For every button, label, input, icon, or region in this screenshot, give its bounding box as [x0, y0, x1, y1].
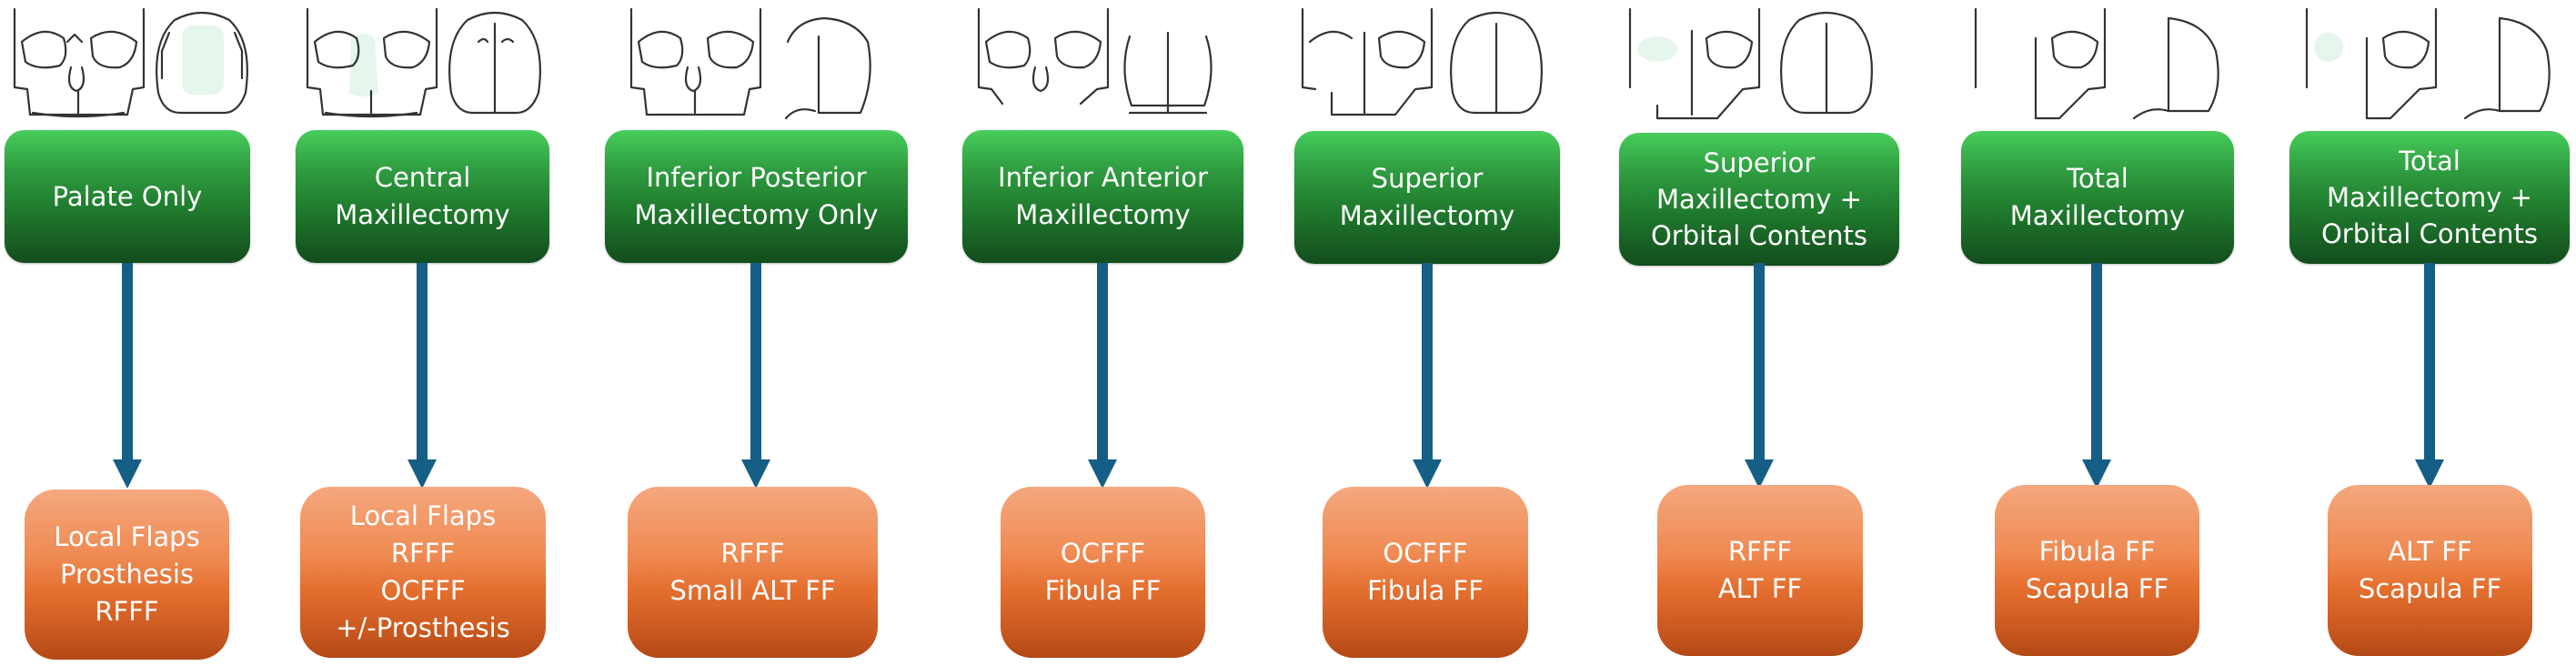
hemipalate-icon: [2132, 16, 2219, 120]
palate-icon: [1450, 11, 1543, 115]
reconstruction-box-inferior-posterior-maxillectomy[interactable]: RFFF Small ALT FF: [628, 487, 878, 658]
palate-icon: [156, 11, 248, 115]
reconstruction-box-superior-maxillectomy-orbital[interactable]: RFFF ALT FF: [1657, 485, 1863, 656]
defect-box-superior-maxillectomy-orbital[interactable]: Superior Maxillectomy + Orbital Contents: [1619, 133, 1899, 266]
reconstruction-box-superior-maxillectomy[interactable]: OCFFF Fibula FF: [1323, 487, 1528, 658]
palate-icon: [448, 11, 541, 115]
skull-hemipalate-illustration: [2299, 5, 2572, 122]
hemipalate-icon: [2463, 16, 2551, 120]
skull-front-icon: [629, 7, 762, 116]
skull-palate-illustration: [7, 5, 257, 122]
palate-icon: [1123, 31, 1213, 115]
defect-box-palate-only[interactable]: Palate Only: [5, 130, 250, 263]
skull-front-icon: [977, 7, 1110, 106]
skull-palate-illustration: [971, 5, 1235, 122]
hemipalate-icon: [784, 16, 871, 120]
reconstruction-box-palate-only[interactable]: Local Flaps Prosthesis RFFF: [25, 489, 229, 660]
column-superior-maxillectomy-orbital: Superior Maxillectomy + Orbital Contents…: [1610, 0, 1910, 666]
defect-box-total-maxillectomy-orbital[interactable]: Total Maxillectomy + Orbital Contents: [2289, 131, 2570, 264]
defect-box-superior-maxillectomy[interactable]: Superior Maxillectomy: [1294, 131, 1560, 264]
defect-box-inferior-anterior-maxillectomy[interactable]: Inferior Anterior Maxillectomy: [962, 130, 1243, 263]
skull-front-icon: [13, 7, 146, 118]
skull-palate-illustration: [300, 5, 550, 122]
column-inferior-posterior-maxillectomy: Inferior Posterior Maxillectomy Only RFF…: [600, 0, 914, 666]
reconstruction-box-inferior-anterior-maxillectomy[interactable]: OCFFF Fibula FF: [1001, 487, 1205, 658]
column-central-maxillectomy: Central Maxillectomy Local Flaps RFFF OC…: [291, 0, 564, 666]
skull-hemipalate-illustration: [1968, 5, 2241, 122]
skull-front-icon: [1974, 7, 2107, 120]
reconstruction-box-total-maxillectomy-orbital[interactable]: ALT FF Scapula FF: [2328, 485, 2532, 656]
defect-box-total-maxillectomy[interactable]: Total Maxillectomy: [1961, 131, 2234, 264]
column-superior-maxillectomy: Superior Maxillectomy OCFFF Fibula FF: [1283, 0, 1574, 666]
skull-front-icon: [1301, 7, 1434, 116]
column-inferior-anterior-maxillectomy: Inferior Anterior Maxillectomy OCFFF Fib…: [955, 0, 1255, 666]
skull-palate-illustration: [1295, 5, 1559, 122]
defect-box-central-maxillectomy[interactable]: Central Maxillectomy: [296, 130, 549, 263]
skull-front-icon: [2305, 7, 2438, 120]
reconstruction-box-central-maxillectomy[interactable]: Local Flaps RFFF OCFFF +/-Prosthesis: [300, 487, 546, 658]
skull-palate-illustration: [624, 5, 897, 122]
skull-palate-illustration: [1623, 5, 1896, 122]
defect-box-inferior-posterior-maxillectomy[interactable]: Inferior Posterior Maxillectomy Only: [605, 130, 908, 263]
skull-front-icon: [306, 7, 438, 118]
column-palate-only: Palate Only Local Flaps Prosthesis RFFF: [0, 0, 264, 666]
skull-front-icon: [1628, 7, 1761, 120]
column-total-maxillectomy-orbital: Total Maxillectomy + Orbital Contents AL…: [2274, 0, 2576, 666]
palate-icon: [1780, 11, 1873, 115]
reconstruction-box-total-maxillectomy[interactable]: Fibula FF Scapula FF: [1995, 485, 2199, 656]
column-total-maxillectomy: Total Maxillectomy Fibula FF Scapula FF: [1947, 0, 2256, 666]
